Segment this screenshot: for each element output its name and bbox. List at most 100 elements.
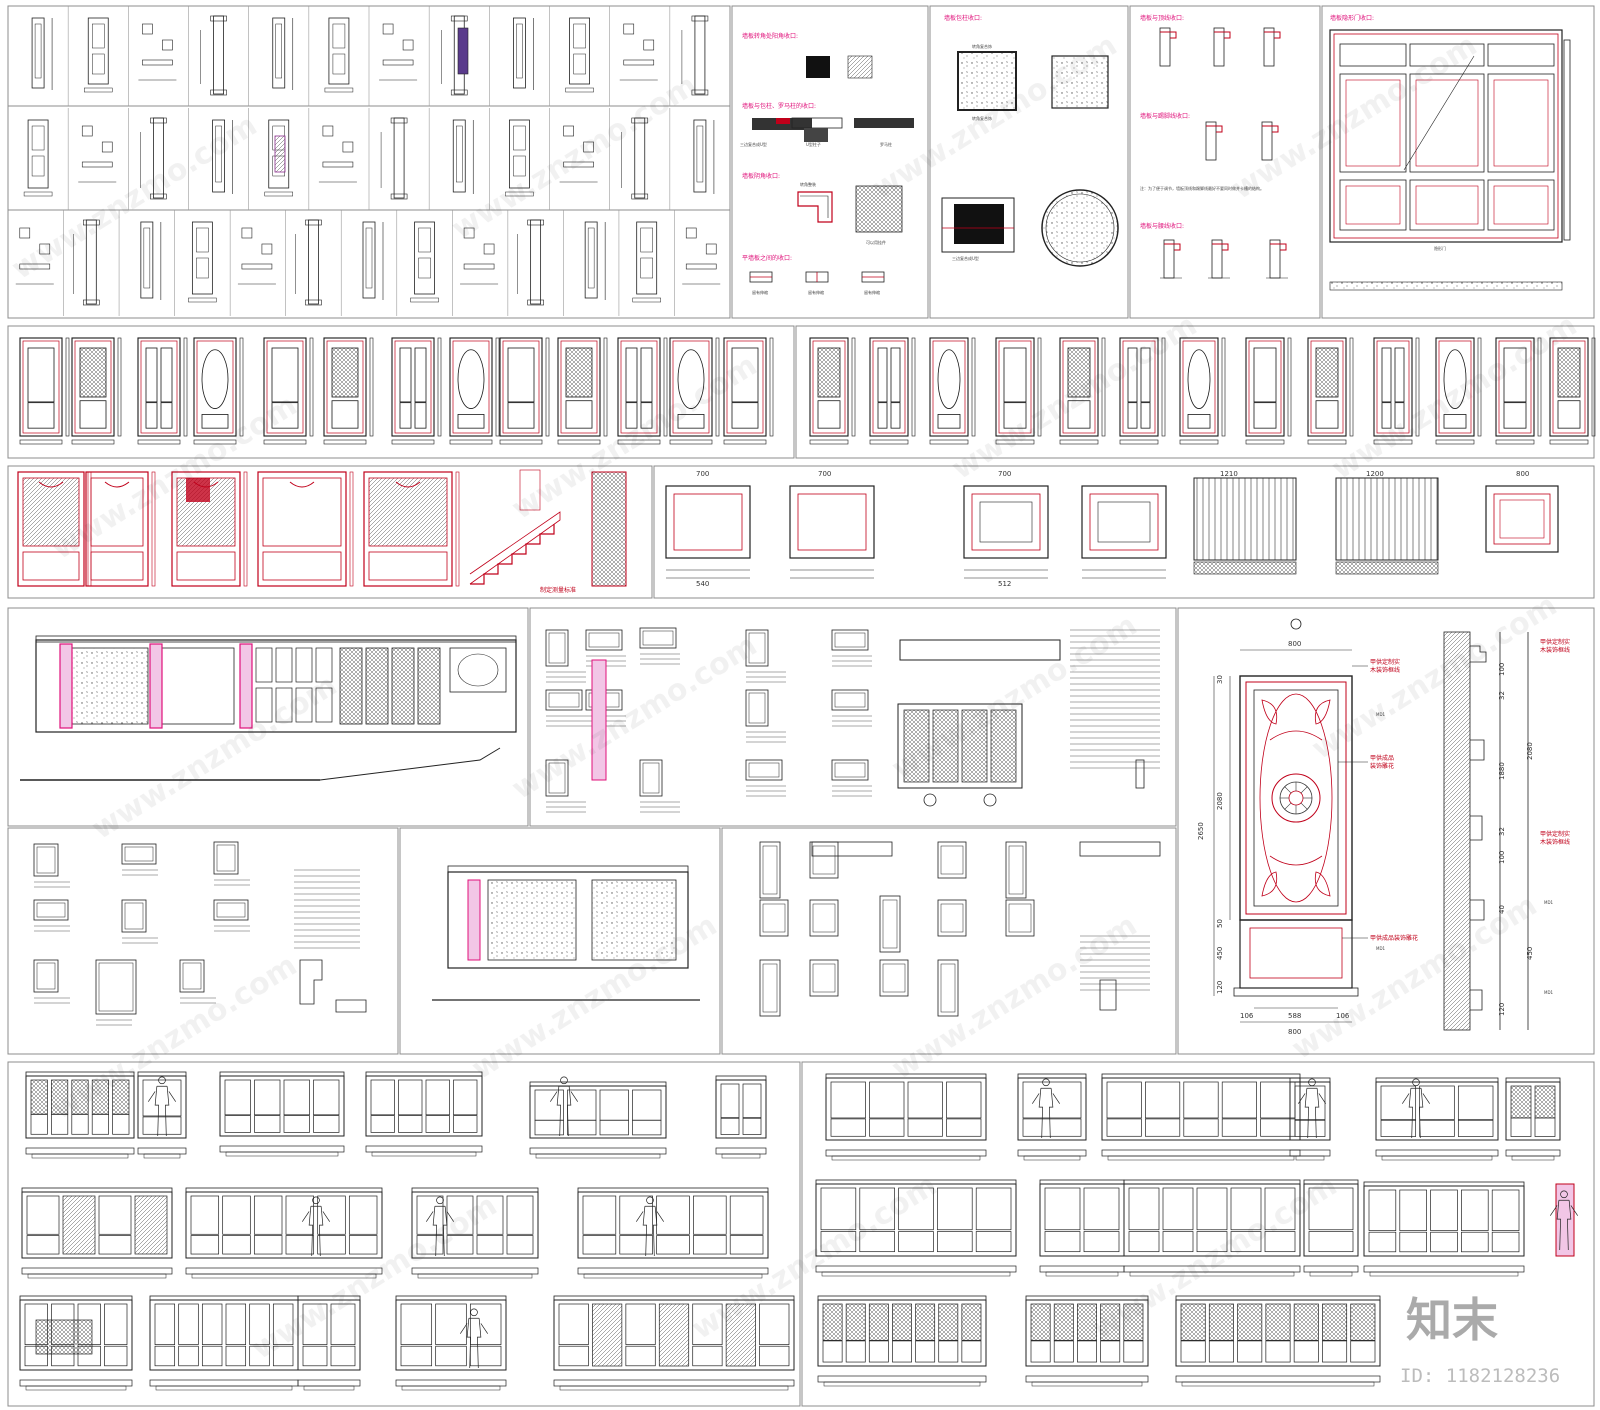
door-elevations [19,337,1596,445]
dim-bottom-106-a: 106 [1240,1012,1254,1020]
watermark-text: www.znzmo.com [1286,888,1544,1067]
dim-r32-b: 32 [1498,827,1506,836]
dim-r450: 450 [1526,947,1534,960]
label-note: 注：为了便于调节，墙板顶线和踢脚线最好不要同时做并卡槽的结构。 [1140,185,1264,191]
note-carving: 甲供成品 [1370,754,1394,762]
note-frame-line: 甲供定制实 [1370,658,1400,666]
brand-text: 知末 [1406,1293,1498,1347]
door-outline [263,337,307,437]
row3-dims: 700 700 700 1210 1200 800 540 512 [696,470,1529,588]
door-outline [617,337,661,437]
parts-lists [33,841,1161,1026]
door-outline [869,337,909,437]
dim-512: 512 [998,580,1011,588]
dim-450: 450 [1216,947,1224,960]
door-outline [1179,337,1219,437]
note-carving-b: 装饰雕花 [1370,762,1394,770]
door-outline [1307,337,1347,437]
dim-r40: 40 [1498,905,1506,914]
label-u-composite: 三边复合成U型 [952,255,979,261]
door-outline [1059,337,1099,437]
id-label: ID: 1182128236 [1400,1365,1560,1387]
door-outline [723,337,767,437]
panel-moldings: 墙板与顶线收口: 墙板与踢脚线收口: 注：为了便于调节，墙板顶线和踢脚线最好不要… [1140,14,1288,279]
watermark-text: www.znzmo.com [506,348,764,527]
tag-md1-c: MD1 [1544,900,1554,905]
label-stair: 制定测量标准 [540,586,576,594]
dim-700-b: 700 [818,470,831,478]
dim-50: 50 [1216,919,1224,928]
panel-hidden-door: 墙板隐形门收口: 隐形门 [1329,14,1571,291]
note-frame-line-b: 木装饰框线 [1370,666,1400,674]
dim-bottom-588: 588 [1288,1012,1301,1020]
label-gap-1: 留有伸缩 [752,289,768,295]
label-hidden-door-tag: 隐形门 [1434,245,1446,251]
watermark-text: www.znzmo.com [446,68,704,247]
door-outline [1549,337,1589,437]
label-flat-joint: 平墙板之间的收口: [742,254,792,262]
note-base-carving: 甲供成品装饰雕花 [1370,934,1418,942]
brand-logo: 知末 ID: 1182128236 [1400,1293,1560,1387]
note-r-frame: 甲供定制实 [1540,638,1570,646]
watermark-text: www.znzmo.com [946,308,1204,487]
dim-120: 120 [1216,981,1224,994]
panel-corner-joints: 墙板转角处阳角收口: 墙板与包柱、罗马柱的收口: 三边复合成U型 U型柱子 罗马… [740,32,914,295]
panel-small-drawings [15,6,721,316]
label-corner-2: 转角复合饰 [972,115,992,121]
door-outline [71,337,115,437]
note-r-frame-2: 甲供定制实 [1540,830,1570,838]
dim-r100-b: 100 [1498,851,1506,864]
dim-2650: 2650 [1197,822,1205,840]
door-outline [1435,337,1475,437]
watermark-text: www.znzmo.com [246,1188,504,1367]
label-gap-3: 留有伸缩 [864,289,880,295]
tag-md1-d: MD1 [1544,990,1554,995]
label-baseboard: 墙板与踢脚线收口: [1140,112,1190,120]
label-hidden-door: 墙板隐形门收口: [1330,14,1374,22]
label-top-molding: 墙板与顶线收口: [1140,14,1184,22]
label-corner-1: 转角复合饰 [972,43,992,49]
dim-700-a: 700 [696,470,709,478]
panel-frames [7,5,1595,1407]
dim-bottom-106-b: 106 [1336,1012,1350,1020]
tag-md1-a: MD1 [1376,712,1386,717]
label-gap-2: 留有伸缩 [808,289,824,295]
room-elevations [19,1071,1579,1391]
door-outline [557,337,601,437]
door-outline [995,337,1035,437]
door-outline [1119,337,1159,437]
label-inner-corner: 墙板阴角收口: [742,172,780,180]
door-outline [193,337,237,437]
door-outline [19,337,63,437]
door-outline [1495,337,1535,437]
label-column-joint: 墙板与包柱、罗马柱的收口: [742,102,816,110]
label-roman-column: 罗马柱 [880,141,892,147]
wall-elevation-large [20,627,1160,813]
note-r-frame-2b: 木装饰框线 [1540,838,1570,846]
dim-2080: 2080 [1216,792,1224,810]
dim-r100-a: 100 [1498,663,1506,676]
watermark-text: www.znzmo.com [1326,308,1584,487]
label-outer-corner: 墙板转角处阳角收口: [742,32,798,40]
door-outline [1245,337,1285,437]
door-outline [1373,337,1413,437]
dim-540: 540 [696,580,709,588]
label-u-column: U型柱子 [806,141,821,147]
door-outline [499,337,543,437]
watermark-text: www.znzmo.com [1306,588,1564,767]
door-outline [323,337,367,437]
watermark-text: www.znzmo.com [506,628,764,807]
red-panel-elevations [17,469,1559,587]
dim-bottom-800: 800 [1288,1028,1301,1036]
panel-column-wrap: 墙板包柱收口: 转角复合饰 转角复合饰 三边复合成U型 [941,14,1119,267]
dim-1210: 1210 [1220,470,1238,478]
label-waistline: 墙板与腰线收口: [1140,222,1184,230]
door-outline [137,337,181,437]
label-column-wrap: 墙板包柱收口: [944,14,982,22]
dim-r1880: 1880 [1498,762,1506,780]
cabinet-detail: 800 800 588 106 106 2650 2080 450 120 50… [1197,618,1570,1036]
dim-r120: 120 [1498,1003,1506,1016]
watermark-text: www.znzmo.com [886,908,1144,1087]
dim-800: 800 [1516,470,1529,478]
